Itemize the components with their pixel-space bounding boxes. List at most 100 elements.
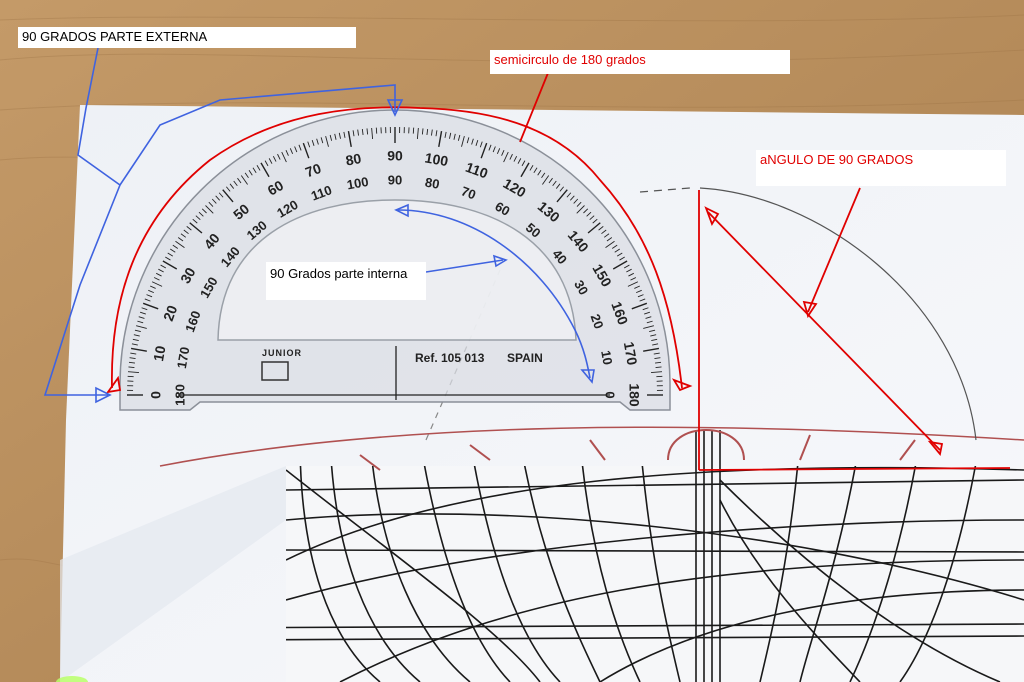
protractor-reference: Ref. 105 013	[415, 351, 485, 365]
protractor-tick	[167, 252, 174, 257]
protractor-tick	[616, 252, 623, 257]
protractor-tick	[576, 201, 582, 207]
protractor-tick	[311, 139, 315, 146]
protractor-tick	[569, 195, 575, 201]
wood-grain	[0, 14, 1024, 567]
protractor-tick	[492, 146, 496, 153]
protractor-tick	[160, 264, 167, 269]
protractor-ticks	[127, 127, 663, 396]
protractor-tick	[630, 277, 637, 281]
protractor-scale-number: 160	[182, 309, 204, 335]
protractor-scale-number: 100	[424, 149, 450, 169]
protractor-tick	[175, 240, 185, 248]
protractor-tick	[264, 160, 269, 167]
protractor-tick	[520, 162, 530, 178]
external-90-label: 90 GRADOS PARTE EXTERNA	[18, 27, 356, 48]
protractor-scale-number: 70	[459, 183, 478, 202]
protractor-tick	[645, 316, 652, 319]
protractor-tick	[201, 208, 207, 214]
protractor-tick	[128, 366, 135, 369]
protractor-tick	[509, 153, 513, 160]
protractor-tick	[142, 302, 159, 310]
protractor-tick	[566, 192, 572, 198]
protractor-scale-number: 30	[571, 277, 591, 297]
protractor-tick	[475, 139, 479, 146]
protractor-tick	[338, 132, 341, 139]
protractor-tick	[435, 130, 438, 137]
protractor-tick	[479, 141, 483, 148]
protractor-scale-number: 70	[303, 160, 323, 180]
protractor-logo	[261, 361, 289, 381]
red-arrowheads	[106, 206, 944, 457]
protractor-tick	[650, 334, 657, 337]
protractor-tick	[366, 128, 369, 135]
protractor-tick	[162, 260, 178, 270]
protractor-tick	[320, 137, 324, 144]
protractor-scale-number: 180	[626, 383, 642, 407]
protractor-tick	[438, 130, 443, 147]
protractor-tick	[195, 215, 201, 221]
protractor-tick	[180, 233, 187, 238]
protractor-tick	[612, 260, 628, 270]
external-90-annotation	[43, 47, 396, 396]
protractor-tick	[153, 277, 160, 281]
protractor-scale-number: 90	[387, 148, 403, 164]
semicircle-180-label: semicirculo de 180 grados	[490, 50, 790, 74]
protractor-tick	[537, 169, 542, 176]
protractor-tick	[316, 138, 319, 145]
protractor-scale-number: 170	[621, 341, 641, 367]
protractor-tick	[229, 183, 235, 189]
protractor-tick	[208, 201, 214, 207]
protractor-tick	[139, 311, 146, 315]
right-angle-annotation	[698, 187, 1011, 471]
protractor-tick	[172, 244, 179, 249]
protractor-tick	[294, 146, 298, 153]
protractor-tick	[131, 343, 138, 346]
protractor-tick	[302, 142, 310, 159]
protractor-tick	[653, 352, 660, 355]
protractor-tick	[215, 195, 221, 201]
protractor-tick	[177, 237, 184, 242]
protractor-tick	[626, 268, 632, 273]
protractor-tick	[233, 180, 238, 187]
protractor-country: SPAIN	[507, 351, 543, 365]
protractor-tick	[453, 133, 456, 140]
protractor-tick	[421, 128, 424, 135]
protractor-tick	[606, 237, 613, 242]
protractor-tick	[548, 177, 553, 184]
protractor-tick	[268, 158, 273, 164]
protractor-tick	[651, 338, 658, 341]
protractor-tick	[252, 167, 257, 174]
protractor-tick	[183, 229, 189, 235]
protractor-tick	[130, 352, 137, 355]
protractor-tick	[623, 264, 630, 269]
protractor-tick	[240, 175, 248, 185]
protractor-tick	[614, 248, 621, 253]
protractor-tick	[205, 205, 214, 214]
protractor-tick	[556, 189, 568, 203]
protractor-tick	[517, 158, 522, 164]
protractor-brand: JUNIOR	[262, 348, 302, 358]
protractor-tick	[501, 149, 505, 156]
protractor-tick	[149, 285, 156, 289]
protractor-scale-number: 60	[493, 199, 513, 219]
protractor-tick	[521, 160, 526, 167]
green-light-flare	[56, 676, 88, 682]
protractor-tick	[642, 307, 649, 311]
protractor-tick	[129, 357, 136, 359]
protractor-tick	[576, 205, 585, 214]
protractor-scale-number: 100	[346, 174, 370, 193]
protractor-tick	[601, 229, 607, 235]
protractor-tick	[496, 148, 501, 155]
protractor-tick	[654, 357, 661, 359]
protractor-tick	[156, 272, 162, 277]
protractor-tick	[416, 127, 419, 140]
protractor-scale-number: 0	[603, 391, 618, 398]
protractor-tick	[244, 172, 249, 179]
protractor-scale-number: 110	[463, 159, 490, 182]
protractor-tick	[587, 222, 601, 234]
protractor-tick	[260, 162, 270, 178]
protractor-scale-number: 60	[265, 177, 287, 199]
protractor-tick	[298, 144, 302, 151]
